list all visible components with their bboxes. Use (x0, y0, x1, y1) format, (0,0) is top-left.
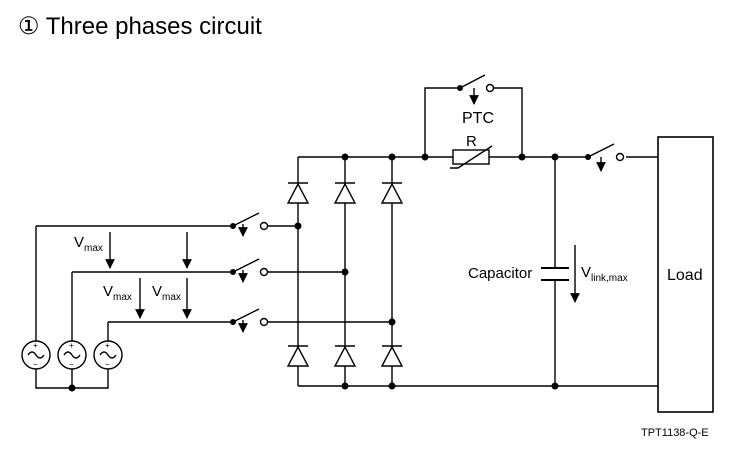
svg-text:+: + (69, 341, 74, 350)
vmax-label: Vmax (74, 234, 103, 254)
wires (35, 87, 658, 389)
svg-text:−: − (105, 360, 110, 369)
title-text: Three phases circuit (45, 13, 262, 40)
ac-source-icon: + − (21, 340, 51, 370)
diode-icon (286, 182, 310, 204)
ac-source-icon: + − (57, 340, 87, 370)
diagram-code: TPT1138-Q-E (641, 427, 709, 439)
load-label: Load (667, 267, 703, 284)
diode-icon (286, 345, 310, 367)
vmax-label: Vmax (103, 283, 132, 303)
voltage-arrows (105, 232, 580, 319)
capacitor-icon (541, 267, 569, 281)
switch-icon (585, 143, 625, 172)
diode-icon (333, 345, 357, 367)
switch-icon (230, 258, 269, 283)
vmax-label: Vmax (152, 283, 181, 303)
page-title: ① Three phases circuit (18, 12, 262, 41)
ptc-label: PTC (462, 110, 494, 127)
switch-icon (457, 74, 495, 105)
svg-text:−: − (69, 360, 74, 369)
load-box (657, 136, 714, 413)
junction-dots (68, 153, 559, 392)
switch-icon (230, 308, 269, 333)
resistor-icon (450, 145, 493, 169)
diode-icon (380, 345, 404, 367)
title-symbol: ① (18, 13, 40, 40)
svg-text:+: + (105, 341, 110, 350)
svg-text:+: + (33, 341, 38, 350)
diode-icon (380, 182, 404, 204)
vlink-label: Vlink,max (581, 264, 628, 284)
capacitor-label: Capacitor (468, 265, 532, 282)
svg-text:−: − (33, 360, 38, 369)
switch-icon (230, 212, 269, 237)
ac-source-icon: + − (93, 340, 123, 370)
resistor-label: R (466, 133, 477, 150)
diode-icon (333, 182, 357, 204)
